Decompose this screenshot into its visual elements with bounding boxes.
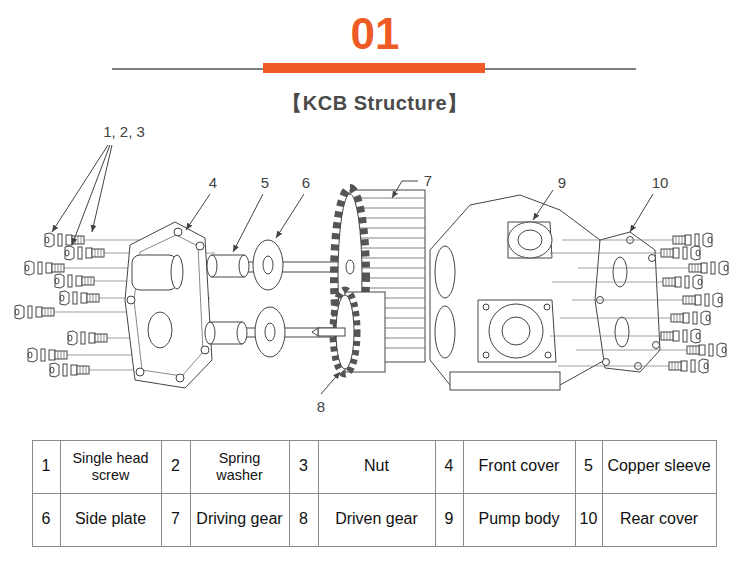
callout-number: 10 [647,172,673,193]
part-name: Driven gear [319,494,434,545]
table-index: 9 [436,494,462,545]
right-bolts [550,233,728,373]
header-rule [112,63,636,73]
callout-number-text: 6 [302,174,310,191]
table-index-text: 2 [171,457,180,475]
part-name-text: Single head screw [64,450,157,483]
callout-number-text: 5 [261,174,269,191]
table-index: 1 [33,441,59,492]
table-index: 4 [436,441,462,492]
callout-number-text: 4 [209,174,217,191]
table-index-text: 3 [299,457,308,475]
part-name: Copper sleeve [603,441,715,492]
part-name: Single head screw [61,441,160,492]
table-index: 3 [290,441,317,492]
copper-sleeves [205,255,249,344]
table-index: 2 [162,441,189,492]
front-cover [125,222,212,388]
table-index: 5 [576,441,601,492]
part-name-text: Pump body [479,510,560,528]
table-index-text: 1 [42,457,51,475]
table-index: 7 [162,494,189,545]
table-index-text: 4 [445,457,454,475]
part-name-text: Rear cover [620,510,698,528]
callout-number-text: 10 [652,174,669,191]
part-name-text: Driven gear [335,510,418,528]
callout-number: 6 [297,172,315,193]
callout-number: 4 [204,172,222,193]
callout-number: 9 [553,172,571,193]
callout-number-text: 1, 2, 3 [103,123,145,140]
callout-number-text: 7 [424,172,432,189]
part-name-text: Spring washer [194,450,285,483]
leader-lines [52,145,653,394]
table-index: 8 [290,494,317,545]
part-name: Nut [319,441,434,492]
page-title: 01 [290,6,460,62]
callout-number-text: 8 [317,398,325,415]
table-index-text: 7 [171,510,180,528]
part-name: Pump body [464,494,574,545]
callout-number: 8 [312,396,330,417]
table-index-text: 6 [42,510,51,528]
table-index-text: 5 [584,457,593,475]
callout-number: 7 [419,170,437,191]
part-name-text: Copper sleeve [607,457,710,475]
page-title-text: 01 [351,9,400,60]
part-name: Side plate [61,494,160,545]
table-index-text: 9 [445,510,454,528]
subtitle-text: 【KCB Structure】 [282,92,467,115]
part-name-text: Nut [364,457,389,475]
side-plate [253,240,285,357]
part-name-text: Side plate [75,510,146,528]
callout-number: 1, 2, 3 [92,121,156,143]
table-index: 6 [33,494,59,545]
callout-number: 5 [256,172,274,193]
pump-body [430,195,605,390]
driven-gear [312,290,385,374]
parts-table-grid [32,440,717,547]
table-index-text: 10 [580,510,598,528]
table-index: 10 [576,494,601,545]
part-name: Spring washer [191,441,288,492]
part-name: Driving gear [191,494,288,545]
part-name: Front cover [464,441,574,492]
part-name-text: Driving gear [196,510,282,528]
callout-number-text: 9 [558,174,566,191]
subtitle: 【KCB Structure】 [190,88,560,118]
table-index-text: 8 [299,510,308,528]
part-name-text: Front cover [479,457,560,475]
part-name: Rear cover [603,494,715,545]
